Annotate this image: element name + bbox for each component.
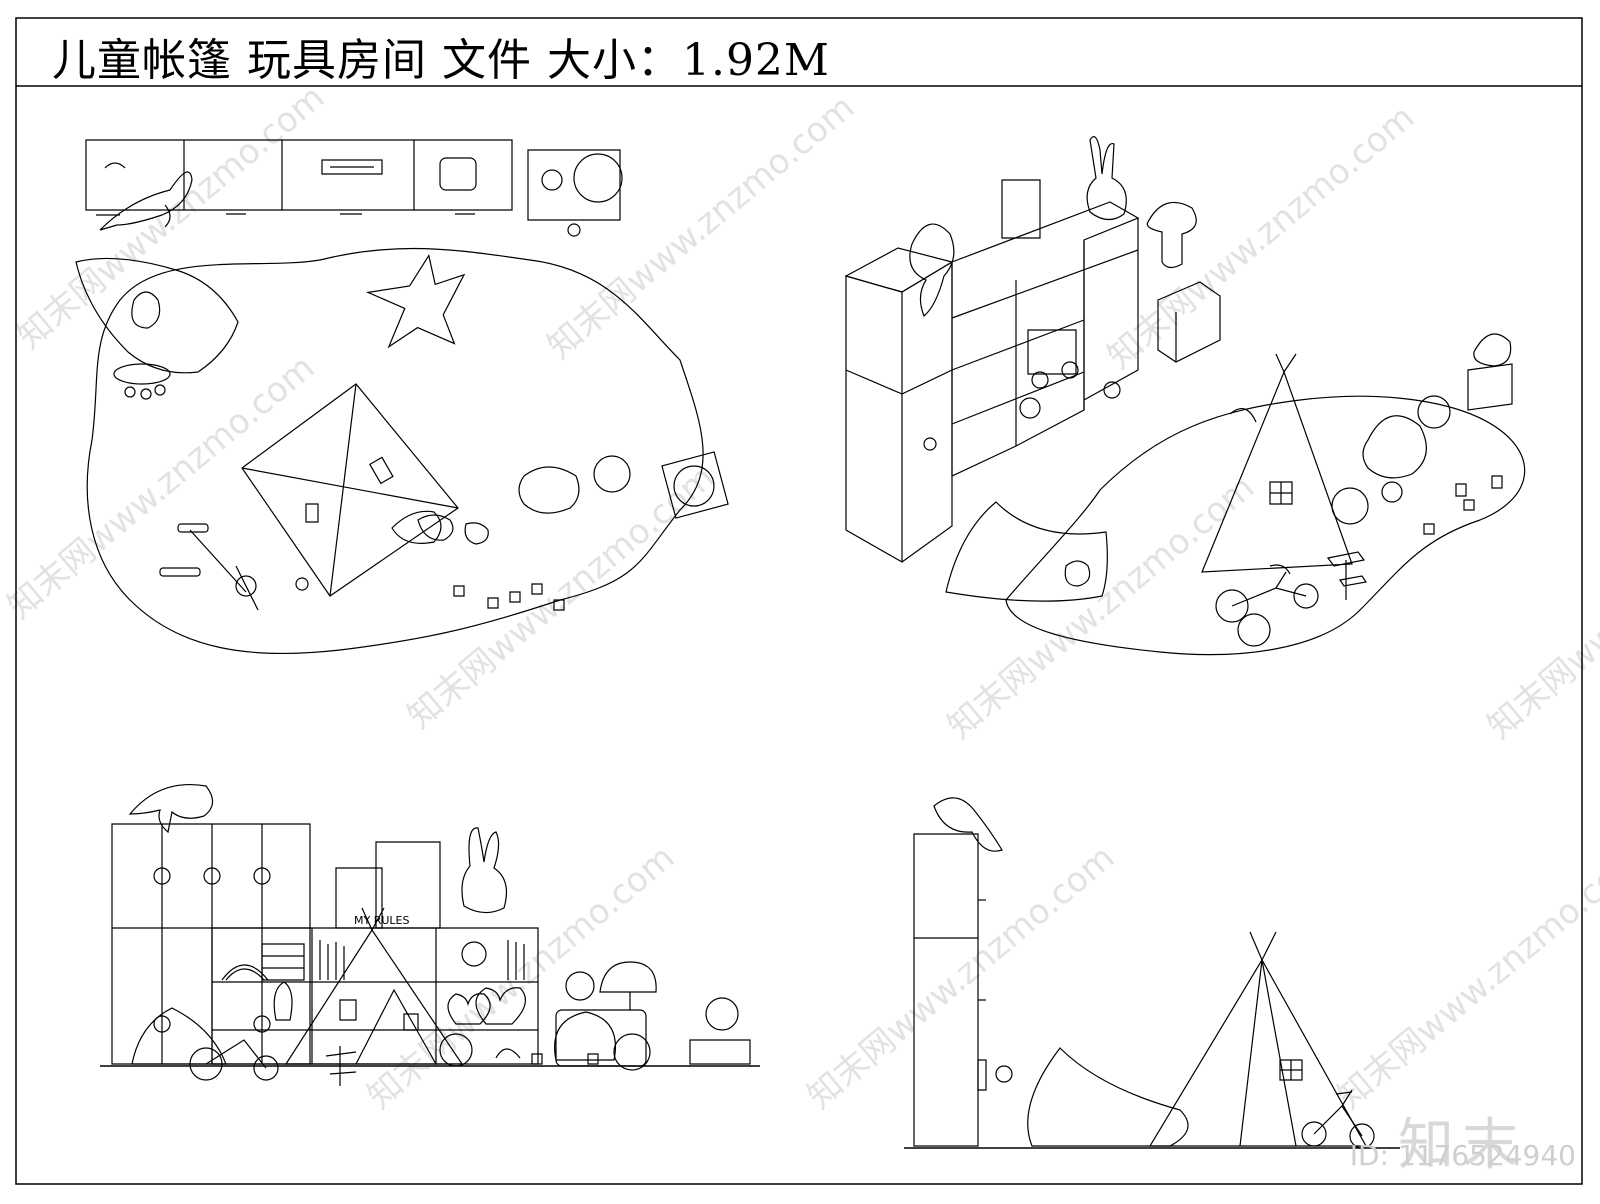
front-whale-toy (130, 785, 213, 832)
watermark-text: 知末网www.znzmo.com (10, 77, 332, 356)
outer-frame (16, 18, 1582, 1184)
iso-whale-toy (910, 224, 954, 316)
iso-blocks (1424, 476, 1502, 534)
bean-bag (76, 258, 238, 372)
watermark-logo: 知末 (1398, 1113, 1526, 1178)
watermark-text: 知末网www.znzmo.com (800, 837, 1122, 1116)
plan-ottoman (662, 452, 728, 518)
plan-balance-bike (160, 524, 258, 610)
isometric-view (846, 137, 1525, 655)
iso-teepee-tent (1202, 354, 1368, 572)
front-elevation: MY RULES (100, 785, 760, 1086)
front-rabbit-toy (462, 828, 506, 913)
animal-toy (519, 467, 579, 513)
mushroom-lamp (1147, 202, 1196, 267)
front-bookshelf (212, 842, 538, 1064)
star-cushion (368, 256, 464, 347)
rabbit-lamp (1087, 137, 1126, 220)
iso-pine-toy (1418, 396, 1450, 428)
plan-cabinet (86, 140, 512, 215)
whale-toy (100, 163, 192, 230)
iso-signpost (1328, 552, 1366, 600)
watermark-layer: 知末网www.znzmo.com 知末网www.znzmo.com 知末网www… (0, 77, 1600, 1116)
shelf-sign: MY RULES (354, 914, 409, 927)
iso-storage-cabinet (952, 180, 1138, 476)
plan-rug (87, 248, 703, 653)
watermark-text: 知末网www.znzmo.com (360, 837, 682, 1116)
side-elevation (904, 798, 1400, 1148)
watermark-text: 知末网www.znzmo.com (0, 347, 322, 626)
side-wardrobe (914, 834, 1012, 1146)
plan-view (76, 140, 728, 653)
plan-bedside (528, 150, 620, 220)
front-floor-toys (132, 998, 750, 1086)
iso-monster-toy (1363, 416, 1426, 478)
toy-blocks (454, 584, 564, 610)
front-bedside (556, 962, 656, 1066)
iso-wardrobe (846, 248, 952, 562)
side-whale-toy (934, 798, 1002, 851)
watermark-id: ID: 1176524940 (1349, 1139, 1576, 1172)
pine-toy (594, 456, 630, 492)
watermark-text: 知末网www.znzmo.com (1330, 837, 1600, 1116)
iso-rug (1006, 396, 1525, 654)
iso-balance-bike (1216, 565, 1318, 646)
watermark-text: 知末网www.znzmo.com (1100, 97, 1422, 376)
watermark-text: 知末网www.znzmo.com (540, 87, 862, 366)
plan-teepee-tent (242, 384, 458, 596)
watermark-text: 知末网www.znzmo.com (400, 457, 722, 736)
iso-side-cabinet (1158, 282, 1220, 362)
side-teepee-tent (1150, 932, 1366, 1146)
hedgehog-toy (418, 515, 453, 540)
side-bean-bag (1028, 1048, 1188, 1146)
iso-bean-bag (946, 502, 1107, 601)
page-title: 儿童帐篷 玩具房间 文件 大小：1.92M (52, 35, 830, 86)
ufo-toy (114, 364, 170, 399)
bug-toy (465, 523, 488, 544)
front-teepee-tent (286, 908, 462, 1064)
iso-robot-toy (1468, 334, 1512, 410)
